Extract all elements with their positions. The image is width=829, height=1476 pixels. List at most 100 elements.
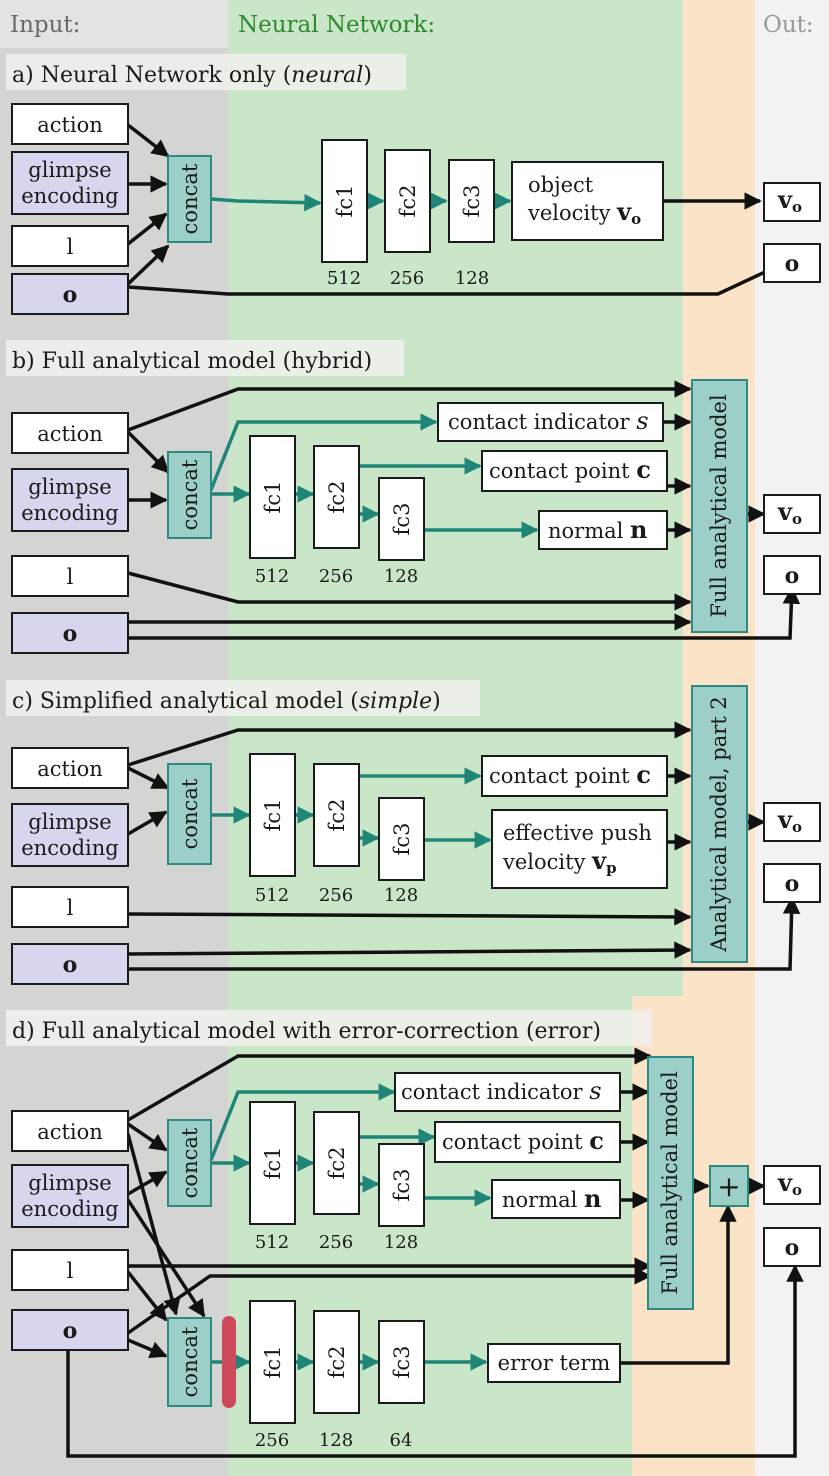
section-d-title-bg: [6, 1010, 652, 1046]
c-concat-box: [167, 763, 212, 865]
section-b-title: b) Full analytical model (hybrid): [12, 349, 372, 374]
c-input-glimpse: [11, 803, 129, 867]
c-contact-point-box: [481, 755, 668, 797]
b-normal-label: normal n: [548, 515, 648, 544]
b-o-label: o: [63, 621, 78, 647]
b-l-label: l: [67, 565, 74, 589]
d-bottom-fc1-box: [249, 1300, 296, 1424]
d-contact-point-label: contact point c: [442, 1126, 604, 1155]
d-normal-box: [491, 1179, 621, 1219]
c-fc3-box: [378, 797, 425, 881]
b-input-glimpse: [11, 468, 129, 532]
c-fc2-box: [313, 763, 360, 867]
c-fc1-label: fc1: [261, 799, 285, 832]
d-dropout-bar: [222, 1316, 236, 1408]
a-object-velocity-line2: velocity vo: [527, 197, 641, 228]
c-analytical-model-label: Analytical model, part 2: [707, 696, 731, 953]
b-fc1-box: [249, 435, 296, 559]
d-error-term-box: [487, 1343, 621, 1383]
d-contact-indicator-box: [394, 1072, 621, 1112]
d-output-o: [763, 1227, 821, 1267]
b-contact-indicator-label: contact indicator s: [448, 407, 649, 435]
section-d-title: d) Full analytical model with error-corr…: [12, 1019, 601, 1044]
a-fc2-size: 256: [390, 268, 424, 289]
d-output-vo-label: vo: [777, 1168, 802, 1199]
d-output-vo: [763, 1165, 821, 1205]
c-fc2-label: fc2: [325, 799, 349, 832]
a-input-o: [11, 273, 129, 315]
section-a-title-bg: [6, 54, 406, 90]
a-fc3-label: fc3: [460, 185, 484, 218]
d-top-fc3-box: [378, 1143, 425, 1227]
a-output-vo: [763, 182, 821, 222]
c-fc1-size: 512: [255, 885, 289, 906]
c-fc3-label: fc3: [390, 823, 414, 856]
c-concat-label: concat: [178, 778, 202, 849]
a-l-label: l: [67, 235, 74, 259]
a-concat-box: [167, 155, 212, 243]
b-action-label: action: [37, 422, 103, 446]
d-input-glimpse: [11, 1164, 129, 1228]
c-input-action: [11, 747, 129, 789]
d-bottom-fc3-size: 64: [390, 1430, 413, 1451]
d-plus-label: +: [717, 1170, 740, 1203]
a-glimpse-label-2: encoding: [21, 184, 118, 208]
c-l-label: l: [67, 896, 74, 920]
b-concat-label: concat: [178, 459, 202, 530]
d-contact-point-box: [434, 1121, 621, 1163]
d-glimpse-label-1: glimpse: [28, 1171, 111, 1195]
d-bottom-fc2-size: 128: [319, 1430, 353, 1451]
d-plus-box: [709, 1165, 749, 1207]
b-output-vo: [763, 494, 821, 534]
input-header-bg: [0, 0, 228, 48]
a-object-velocity-box: [511, 161, 664, 241]
c-output-o-label: o: [785, 871, 800, 897]
b-output-o-label: o: [785, 563, 800, 589]
b-full-analytical-model-label: Full analytical model: [707, 394, 731, 618]
c-fc2-size: 256: [319, 885, 353, 906]
a-fc2-label: fc2: [396, 185, 420, 218]
section-d: d) Full analytical model with error-corr…: [6, 1010, 821, 1458]
section-c-title-bg: [6, 680, 480, 716]
c-output-vo: [763, 802, 821, 842]
d-l-label: l: [67, 1259, 74, 1283]
c-input-o: [11, 943, 129, 985]
a-input-glimpse: [11, 151, 129, 215]
a-output-o-label: o: [785, 251, 800, 277]
d-concat-bottom-label: concat: [178, 1326, 202, 1397]
input-column-header: Input:: [10, 12, 80, 38]
d-top-fc2-size: 256: [319, 1232, 353, 1253]
c-action-label: action: [37, 757, 103, 781]
b-glimpse-label-1: glimpse: [28, 475, 111, 499]
c-input-l: [11, 886, 129, 928]
d-input-action: [11, 1110, 129, 1152]
d-full-analytical-model-box: [647, 1056, 694, 1310]
a-glimpse-label-1: glimpse: [28, 158, 111, 182]
c-fc3-size: 128: [384, 885, 418, 906]
b-concat-box: [167, 451, 212, 539]
d-bottom-fc2-box: [313, 1310, 360, 1414]
d-input-o: [11, 1309, 129, 1351]
b-contact-indicator-box: [437, 402, 664, 442]
a-fc1-label: fc1: [333, 185, 357, 218]
b-fc3-label: fc3: [390, 503, 414, 536]
a-fc1-box: [321, 139, 368, 263]
d-action-label: action: [37, 1120, 103, 1144]
b-fc2-box: [313, 445, 360, 549]
a-fc2-box: [384, 149, 431, 253]
c-fc1-box: [249, 753, 296, 877]
a-input-action: [11, 103, 129, 145]
d-contact-indicator-label: contact indicator s: [401, 1077, 602, 1105]
b-output-vo-label: vo: [777, 497, 802, 528]
a-concat-label: concat: [178, 163, 202, 234]
a-action-label: action: [37, 113, 103, 137]
b-output-o: [763, 555, 821, 595]
d-concat-top-box: [167, 1119, 212, 1207]
d-concat-top-label: concat: [178, 1127, 202, 1198]
d-top-fc3-size: 128: [384, 1232, 418, 1253]
b-input-l: [11, 555, 129, 597]
b-fc3-box: [378, 477, 425, 561]
network-column-header: Neural Network:: [238, 12, 435, 38]
section-c-title: c) Simplified analytical model (simple): [12, 689, 441, 714]
